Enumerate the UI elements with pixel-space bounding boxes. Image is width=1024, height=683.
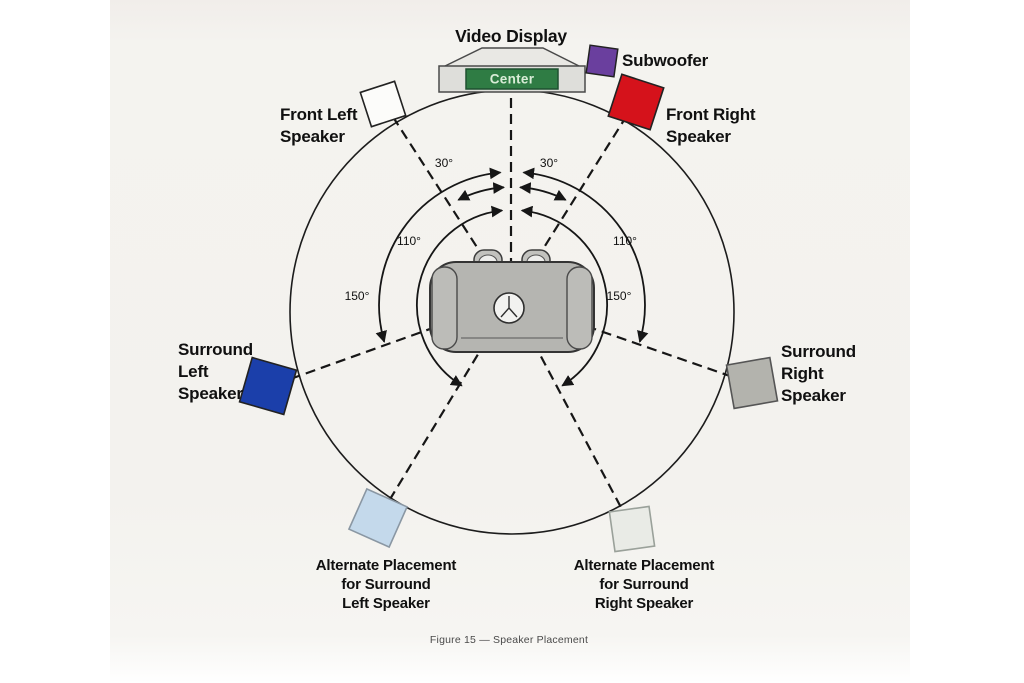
angle-150-right-label: 150° [606, 289, 632, 303]
arc-150-right [520, 205, 608, 387]
angle-arcs [375, 167, 649, 387]
angle-30-right-label: 30° [539, 156, 559, 170]
angle-110-right-label: 110° [613, 234, 637, 248]
video-display-label: Video Display [455, 26, 567, 46]
alternate-left-speaker-box [347, 487, 409, 549]
angle-30-left-label: 30° [434, 156, 454, 170]
listener-face-mark [500, 296, 518, 318]
front-right-speaker-label: Front Right Speaker [666, 105, 756, 147]
center-speaker-label: Center [489, 71, 535, 87]
arc-110-right [522, 167, 649, 343]
surround-left-speaker-box [238, 356, 298, 416]
sofa-armrest-left [431, 266, 458, 350]
subwoofer-box [585, 44, 619, 78]
surround-right-speaker-label: Surround Right Speaker [781, 342, 856, 406]
tv-top [442, 47, 582, 68]
sightline-alternate-left [377, 299, 512, 520]
front-right-speaker-box [607, 73, 665, 131]
center-speaker [465, 68, 559, 90]
arc-30-left [457, 182, 505, 201]
sofa [429, 249, 595, 353]
surround-right-speaker-box [725, 356, 779, 410]
surround-left-speaker-label: Surround Left Speaker [178, 340, 253, 404]
alternate-right-speaker-box [608, 505, 656, 553]
sofa-armrest-right [566, 266, 593, 350]
arc-150-left [416, 205, 504, 387]
arc-110-left [375, 167, 502, 343]
video-display-unit [438, 47, 586, 93]
sightline-surround-left [267, 298, 512, 389]
alternate-left-speaker-label: Alternate Placement for Surround Left Sp… [315, 557, 457, 613]
sightline-alternate-right [510, 299, 634, 531]
front-left-speaker-box [359, 80, 407, 128]
arc-30-right [519, 182, 567, 201]
angle-150-left-label: 150° [344, 289, 370, 303]
subwoofer-label: Subwoofer [622, 51, 709, 70]
figure-caption: Figure 15 — Speaker Placement [429, 634, 589, 646]
speaker-boxes [238, 44, 779, 553]
alternate-right-speaker-label: Alternate Placement for Surround Right S… [573, 557, 715, 613]
front-left-speaker-label: Front Left Speaker [280, 105, 358, 147]
angle-110-left-label: 110° [397, 234, 421, 248]
